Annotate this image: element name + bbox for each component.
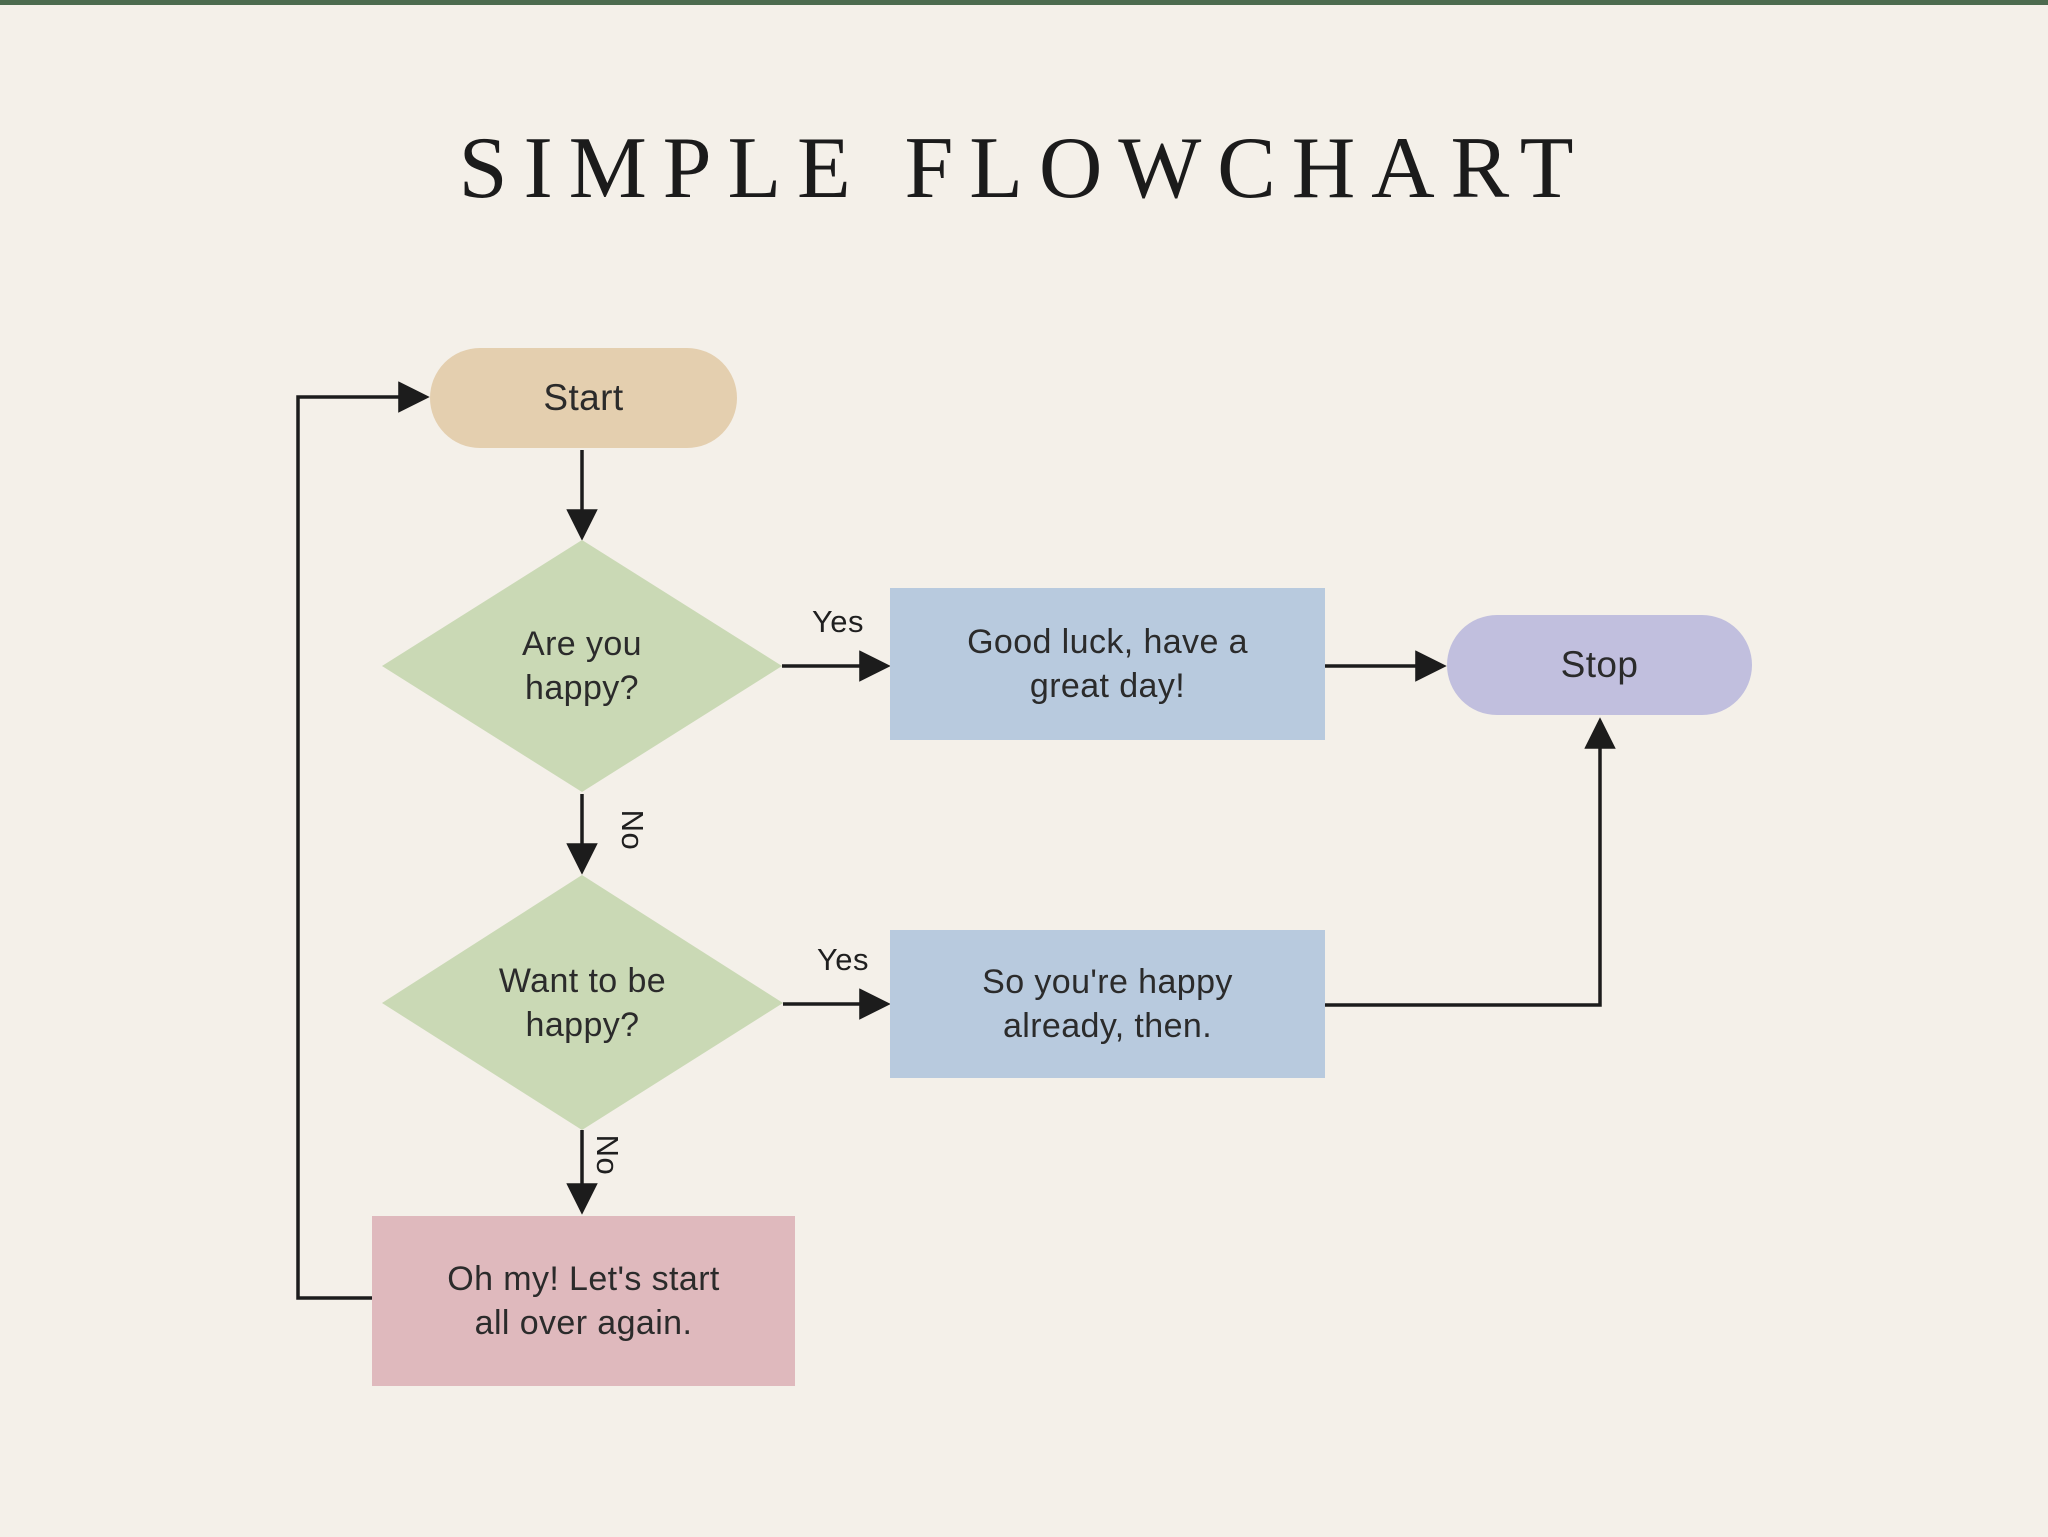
node-stop: Stop xyxy=(1447,615,1752,715)
node-decision-are-you-happy: Are you happy? xyxy=(382,540,782,792)
node-label: Stop xyxy=(1560,643,1639,685)
node-label: Good luck, have a great day! xyxy=(967,622,1248,705)
node-label: Are you happy? xyxy=(522,624,642,707)
node-good-luck: Good luck, have a great day! xyxy=(890,588,1325,740)
edge-label-yes-2: Yes xyxy=(816,942,870,977)
node-label: Start xyxy=(543,376,624,418)
node-label: Want to be happy? xyxy=(498,961,667,1044)
diamond-shape xyxy=(382,540,782,792)
page-title: SIMPLE FLOWCHART xyxy=(458,120,1590,217)
node-start-over: Oh my! Let's start all over again. xyxy=(372,1216,795,1386)
node-decision-want-to-be-happy: Want to be happy? xyxy=(382,875,783,1130)
edge-label-no-2: No xyxy=(590,1134,625,1176)
node-start: Start xyxy=(430,348,737,448)
node-happy-already: So you're happy already, then. xyxy=(890,930,1325,1078)
edge-label-no-1: No xyxy=(615,809,650,851)
edge-startover-to-start xyxy=(296,381,430,1300)
node-label: So you're happy already, then. xyxy=(982,962,1233,1045)
diamond-shape xyxy=(382,875,783,1130)
top-edge-strip xyxy=(0,0,2048,5)
node-label: Oh my! Let's start all over again. xyxy=(447,1259,720,1342)
edge-already-to-stop xyxy=(1325,717,1616,1007)
edge-label-yes-1: Yes xyxy=(811,604,865,639)
